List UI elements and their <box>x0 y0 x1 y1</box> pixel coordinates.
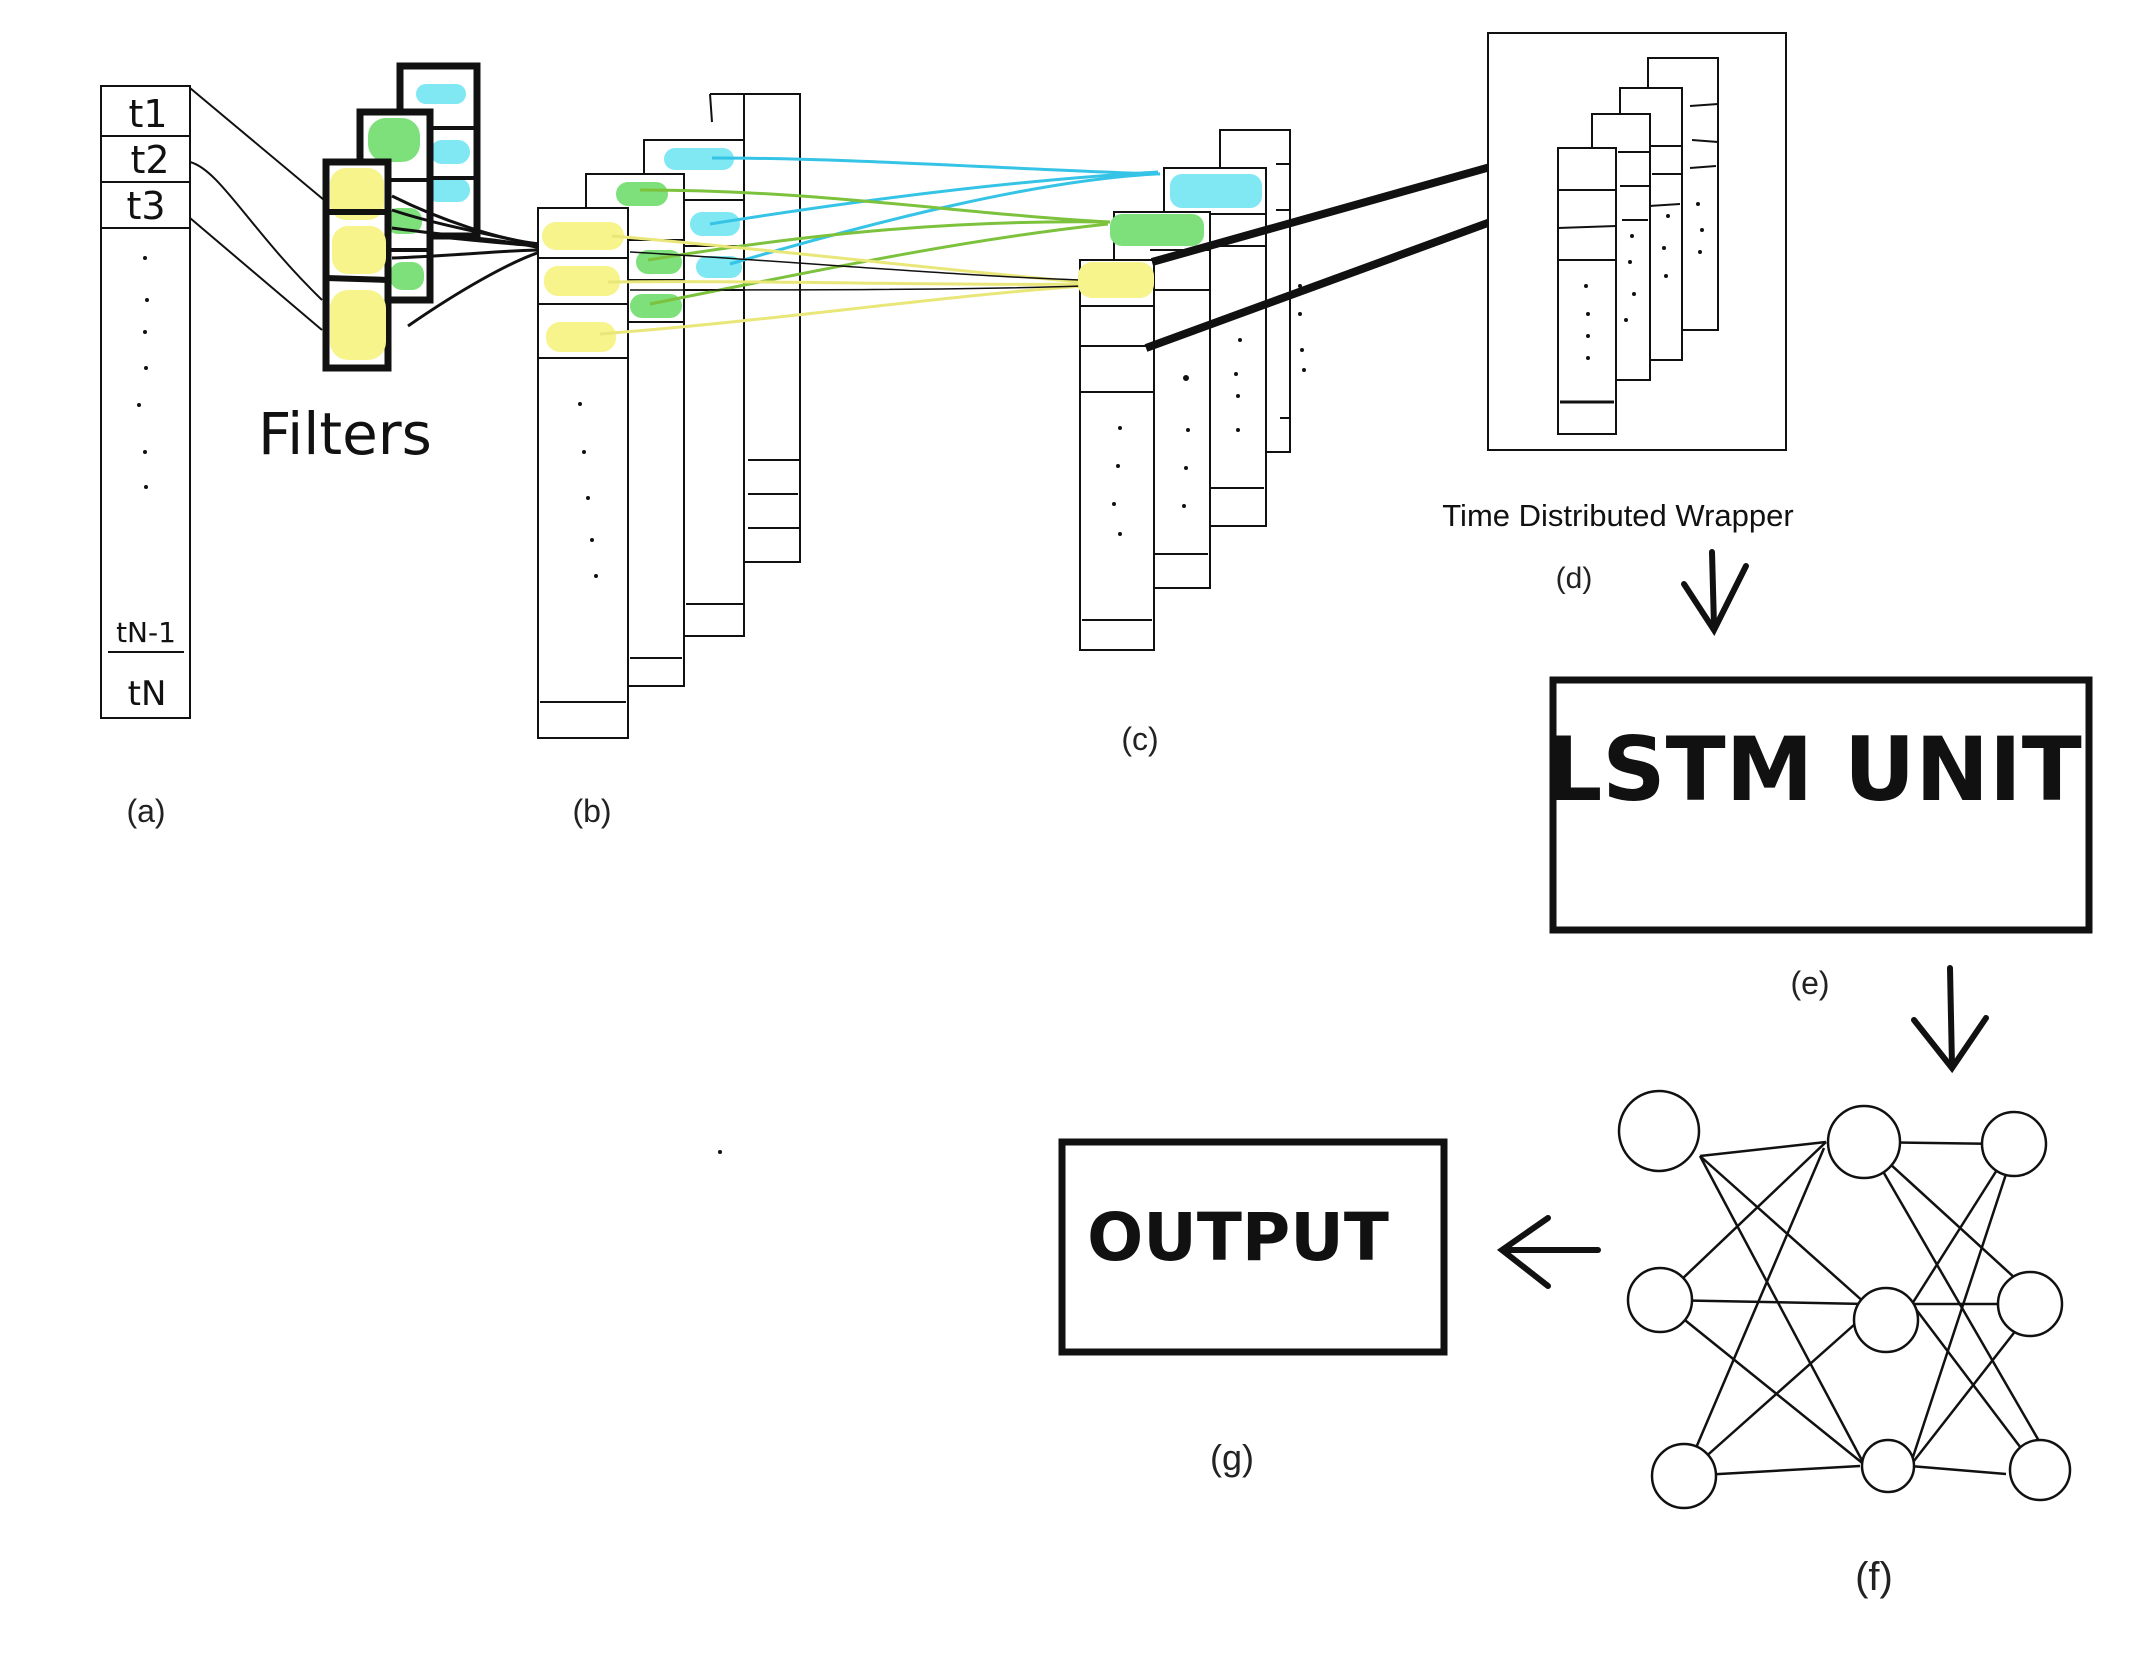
dense-network <box>1617 1089 2072 1510</box>
time-step-t1: t1 <box>128 92 167 136</box>
time-distributed-wrapper-box <box>1487 32 1787 451</box>
input-to-filter-lines <box>189 87 325 331</box>
time-step-t3: t3 <box>126 184 165 228</box>
pooled-maps-c <box>1078 129 1306 651</box>
output-box <box>1058 1138 1448 1356</box>
label-f: (f) <box>1855 1555 1893 1599</box>
filter-to-featuremap-lines <box>391 194 541 328</box>
lstm-unit-box <box>1549 676 2093 934</box>
time-step-tn-1: tN-1 <box>116 616 176 649</box>
filters-stack <box>322 62 481 372</box>
time-step-tn: tN <box>128 674 167 714</box>
filters-label: Filters <box>258 400 432 468</box>
label-b: (b) <box>572 793 611 829</box>
arrow-left-icon <box>1496 1215 1601 1289</box>
label-d: (d) <box>1556 562 1593 595</box>
stray-dot <box>718 1150 722 1154</box>
time-step-t2: t2 <box>130 138 169 182</box>
label-c: (c) <box>1121 721 1158 757</box>
pooling-connections <box>599 156 1161 336</box>
label-g: (g) <box>1210 1437 1254 1478</box>
ellipsis-dots <box>137 256 149 489</box>
lstm-unit-text: LSTM UNIT <box>1546 718 2082 821</box>
label-e: (e) <box>1790 965 1829 1001</box>
arrow-down-icon <box>1911 965 1989 1074</box>
input-sequence-column: t1 t2 t3 tN-1 tN <box>100 85 191 719</box>
time-distributed-caption: Time Distributed Wrapper <box>1442 498 1793 533</box>
output-text: OUTPUT <box>1087 1199 1389 1276</box>
label-a: (a) <box>126 793 165 829</box>
arrow-down-icon <box>1681 549 1749 637</box>
